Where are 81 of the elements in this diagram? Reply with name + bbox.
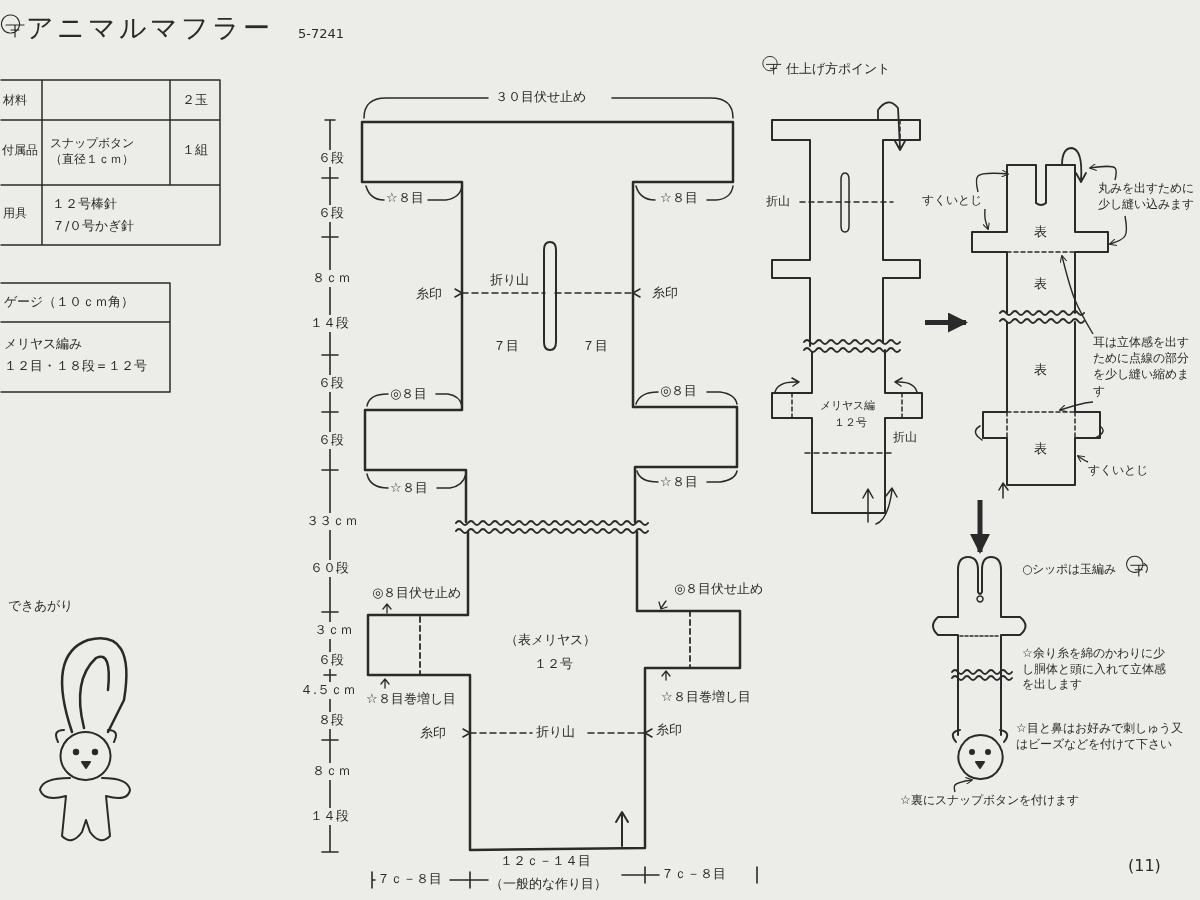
chart-annotation: （一般的な作り目） (490, 876, 607, 893)
callout-text: すくいとじ (922, 192, 992, 209)
chart-annotation: ☆８目 (390, 480, 428, 497)
arrow (953, 776, 974, 793)
dimension-label: ４.５ｃｍ (300, 682, 357, 699)
arrow (975, 169, 1010, 193)
chart-annotation: 折山 (893, 430, 917, 446)
chart-annotation: （表メリヤス） (505, 632, 596, 649)
chart-annotation: 折り山 (490, 272, 529, 289)
dimension-label: １４段 (310, 315, 349, 332)
dimension-label: ６段 (318, 432, 344, 449)
chart-annotation: ７目 (582, 338, 608, 355)
arrow (1076, 455, 1089, 463)
table-text: １２目・１８段＝１２号 (4, 358, 147, 375)
chart-annotation: ７目 (493, 338, 519, 355)
chart-annotation: ☆８目巻増し目 (366, 691, 456, 708)
chart-annotation: ◎８目伏せ止め (674, 581, 764, 598)
arrow (925, 312, 968, 333)
callout-text: すくいとじ (1088, 462, 1162, 479)
chart-annotation: １２号 (834, 416, 867, 431)
chart-annotation: メリヤス編 (820, 399, 875, 414)
page-number: (11) (1128, 856, 1161, 877)
chart-annotation: 糸印 (420, 725, 446, 742)
arrow (1058, 401, 1094, 413)
note-text: ☆余り糸を綿のかわりに少し胴体と頭に入れて立体感を出します (1022, 646, 1167, 693)
dimension-label: ６段 (318, 652, 344, 669)
table-text: スナップボタン（直径１ｃｍ） (50, 136, 135, 168)
chart-annotation: ７ｃ－８目 (661, 866, 726, 883)
table-text: １組 (182, 142, 208, 159)
table-text: 材料 (3, 93, 27, 109)
table-text: ２玉 (182, 92, 208, 109)
note-text: ○シッポは玉編み (1022, 562, 1117, 578)
dimension-label: ３３ｃｍ (306, 513, 358, 530)
note-text: ☆目と鼻はお好みで刺しゅう又はビーズなどを付けて下さい (1016, 721, 1184, 753)
chart-annotation: 折り山 (536, 724, 575, 741)
dimension-label: ６段 (318, 150, 344, 167)
chart-annotation: ７ｃ－８目 (377, 871, 442, 888)
dimension-label: ８ｃｍ (312, 270, 351, 287)
table-text: ７/０号かぎ針 (52, 218, 135, 235)
table-text: 付属品 (2, 143, 38, 159)
chart-annotation: ☆８目巻増し目 (661, 689, 751, 706)
callout-note: ☆裏にスナップボタンを付けます (900, 792, 1090, 809)
chart-annotation: 表 (1034, 276, 1047, 293)
callout-note: 耳は立体感を出すために点線の部分を少し縫い縮めます (1093, 334, 1198, 402)
diagram-title: アニマルマフラー (26, 11, 273, 45)
chart-annotation: 糸印 (652, 285, 678, 302)
arrow (1108, 215, 1127, 247)
chart-annotation: ☆８目 (386, 190, 424, 207)
chart-annotation: ☆８目 (660, 190, 698, 207)
arrow (982, 208, 990, 231)
dimension-label: ６０段 (310, 560, 349, 577)
chart-annotation: 表 (1034, 441, 1047, 458)
dimension-label: ６段 (318, 205, 344, 222)
chart-annotation: ☆８目 (660, 474, 698, 491)
table-text: メリヤス編み (4, 336, 82, 353)
caption: できあがり (8, 598, 73, 615)
chart-annotation: 糸印 (416, 286, 442, 303)
dimension-label: ６段 (318, 375, 344, 392)
chart-annotation: 表 (1034, 362, 1047, 379)
arrow (970, 500, 990, 554)
arrow (1059, 254, 1094, 335)
section-heading: 仕上げ方ポイント (786, 61, 890, 78)
table-text: １２号棒針 (52, 196, 117, 213)
chart-annotation: ◎８目伏せ止め (372, 585, 462, 602)
pattern-number: 5-7241 (298, 26, 345, 43)
chart-annotation: １２ｃ－１４目 (500, 853, 591, 870)
dimension-label: １４段 (310, 808, 349, 825)
table-text: 用具 (3, 206, 27, 222)
chart-annotation: 表 (1034, 224, 1047, 241)
dimension-label: ８ｃｍ (312, 763, 351, 780)
chart-annotation: 折山 (766, 194, 790, 210)
dimension-label: ３ｃｍ (314, 622, 353, 639)
callout-note: 丸みを出すために少し縫い込みます (1098, 180, 1198, 216)
arrow (1088, 163, 1117, 181)
chart-annotation: ◎８目 (660, 383, 698, 400)
chart-annotation: 糸印 (656, 722, 682, 739)
chart-annotation: １２号 (534, 656, 573, 673)
dimension-label: ８段 (318, 712, 344, 729)
table-text: ゲージ（１０ｃｍ角） (4, 294, 134, 311)
chart-annotation: ３０目伏せ止め (495, 89, 586, 106)
chart-annotation: ◎８目 (390, 386, 428, 403)
